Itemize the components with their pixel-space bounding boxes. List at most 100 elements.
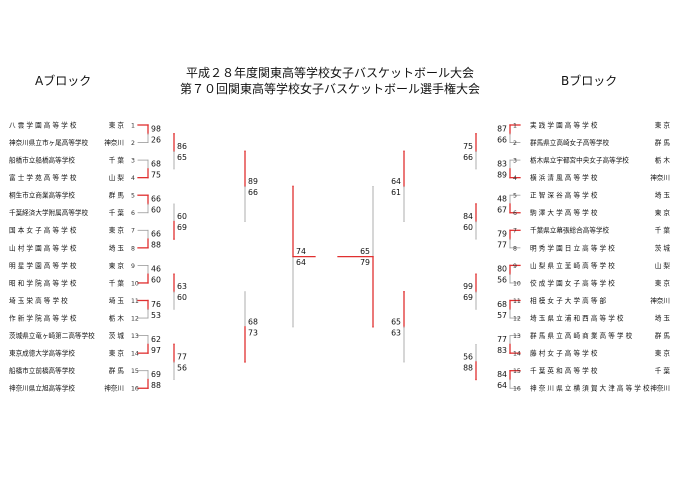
score-b-r1: 87 (497, 124, 507, 133)
team-name-b: 横 浜 清 風 高 等 学 校 (530, 173, 598, 182)
score-b-r2: 88 (463, 363, 473, 372)
team-name-a: 国 本 女 子 高 等 学 校 (9, 226, 77, 235)
team-seed-a: 11 (131, 298, 139, 305)
score-a-r2: 77 (177, 352, 187, 361)
team-name-b: 相 模 女 子 大 学 高 等 部 (530, 296, 607, 305)
score-a-r2: 69 (177, 223, 187, 232)
score-a-r1: 88 (151, 241, 161, 250)
team-name-a: 桐生市立商業高等学校 (9, 191, 75, 200)
score-b-r1: 77 (497, 241, 507, 250)
team-name-a: 作 新 学 院 高 等 学 校 (9, 313, 77, 322)
score-a-r1: 98 (151, 124, 161, 133)
team-seed-b: 15 (513, 368, 521, 375)
score-a-r2: 56 (177, 363, 187, 372)
team-name-a: 明 星 学 園 高 等 学 校 (9, 261, 77, 270)
team-seed-b: 4 (513, 175, 517, 182)
bracket-lines (137, 124, 521, 389)
score-a-r3: 66 (248, 188, 258, 197)
score-b-r1: 66 (497, 135, 507, 144)
team-name-b: 山 梨 県 立 韮 崎 高 等 学 校 (530, 261, 615, 270)
score-b-r2: 60 (463, 223, 473, 232)
team-pref-a: 神奈川 (104, 384, 124, 393)
team-name-a: 山 村 学 園 高 等 学 校 (9, 243, 77, 252)
team-pref-b: 神奈川 (650, 296, 670, 305)
score-b-r4: 79 (360, 258, 370, 267)
team-pref-b: 群 馬 (655, 331, 671, 340)
score-b-r2: 84 (463, 212, 473, 221)
score-a-r1: 97 (151, 346, 161, 355)
team-pref-a: 茨 城 (109, 331, 125, 340)
score-b-r2: 99 (463, 282, 473, 291)
score-b-r1: 57 (497, 311, 507, 320)
team-name-b: 明 秀 学 園 日 立 高 等 学 校 (530, 243, 615, 252)
team-pref-a: 東 京 (109, 120, 125, 129)
score-a-r3: 89 (248, 177, 258, 186)
team-name-b: 群馬県立高崎女子高等学校 (530, 138, 610, 147)
score-b-r4: 65 (360, 247, 370, 256)
team-seed-b: 5 (513, 193, 517, 200)
team-seed-b: 11 (513, 298, 521, 305)
score-a-r4: 74 (296, 247, 306, 256)
team-pref-b: 千 葉 (655, 226, 671, 235)
score-a-r1: 62 (151, 335, 161, 344)
team-seed-a: 4 (131, 175, 135, 182)
team-seed-b: 6 (513, 210, 517, 217)
team-pref-b: 東 京 (655, 120, 671, 129)
score-a-r1: 68 (151, 159, 161, 168)
score-a-r1: 60 (151, 276, 161, 285)
team-pref-b: 埼 玉 (655, 313, 671, 322)
team-seed-b: 2 (513, 140, 517, 147)
team-pref-a: 千 葉 (109, 156, 125, 165)
team-pref-b: 山 梨 (655, 261, 671, 270)
team-name-b: 藤 村 女 子 高 等 学 校 (530, 349, 598, 358)
team-name-b: 実 践 学 園 高 等 学 校 (530, 120, 598, 129)
team-name-a: 船橋市立前橋高等学校 (9, 366, 75, 375)
team-name-b: 埼 玉 県 立 浦 和 西 高 等 学 校 (530, 313, 624, 322)
team-name-a: 千葉経済大学附属高等学校 (9, 208, 89, 217)
block-a-label: Aブロック (35, 73, 91, 88)
team-name-a: 埼 玉 栄 高 等 学 校 (9, 296, 68, 305)
score-a-r1: 66 (151, 230, 161, 239)
team-pref-a: 千 葉 (109, 278, 125, 287)
score-b-r3: 64 (391, 177, 401, 186)
team-name-a: 船橋市立船橋高等学校 (9, 156, 75, 165)
team-name-a: 八 雲 学 園 高 等 学 校 (9, 120, 77, 129)
team-pref-a: 埼 玉 (109, 243, 125, 252)
title-line-1: 平成２８年度関東高等学校女子バスケットボール大会 (186, 65, 474, 80)
team-pref-a: 東 京 (109, 349, 125, 358)
team-name-a: 東京成徳大学高等学校 (9, 349, 75, 358)
team-seed-a: 7 (131, 228, 135, 235)
team-seed-a: 15 (131, 368, 139, 375)
team-name-b: 栃木県立宇都宮中央女子高等学校 (530, 156, 629, 165)
score-a-r1: 88 (151, 381, 161, 390)
team-pref-b: 東 京 (655, 208, 671, 217)
score-a-r1: 75 (151, 170, 161, 179)
score-b-r1: 77 (497, 335, 507, 344)
team-pref-a: 山 梨 (109, 173, 125, 182)
score-b-r1: 68 (497, 300, 507, 309)
score-a-r3: 73 (248, 328, 258, 337)
team-pref-b: 栃 木 (655, 156, 671, 165)
team-seed-b: 14 (513, 351, 521, 358)
team-pref-a: 千 葉 (109, 208, 125, 217)
score-a-r1: 46 (151, 265, 161, 274)
team-seed-a: 5 (131, 193, 135, 200)
score-b-r3: 63 (391, 328, 401, 337)
team-name-b: 群 馬 県 立 高 崎 商 業 高 等 学 校 (530, 331, 633, 340)
score-a-r1: 66 (151, 194, 161, 203)
team-seed-a: 1 (131, 122, 135, 129)
team-name-a: 神奈川県立旭高等学校 (9, 384, 75, 393)
team-pref-b: 茨 城 (655, 243, 671, 252)
team-seed-a: 14 (131, 351, 139, 358)
score-b-r2: 56 (463, 352, 473, 361)
team-seed-a: 13 (131, 333, 139, 340)
team-name-a: 神奈川県立市ヶ尾高等学校 (9, 138, 89, 147)
team-seed-a: 2 (131, 140, 135, 147)
team-seed-a: 9 (131, 263, 135, 270)
team-pref-b: 千 葉 (655, 366, 671, 375)
team-name-a: 茨城県立竜ヶ崎第二高等学校 (9, 331, 95, 340)
score-b-r1: 48 (497, 194, 507, 203)
score-b-r1: 83 (497, 159, 507, 168)
